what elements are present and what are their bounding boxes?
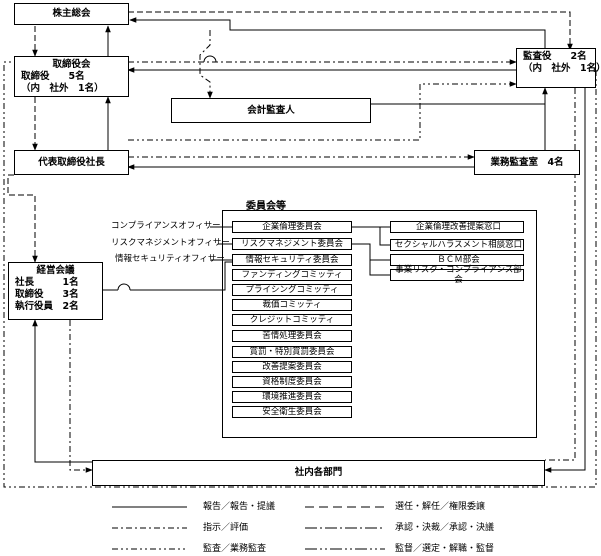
risk-management-officer-label: リスクマネジメントオフィサー — [111, 238, 230, 248]
committee-item: 情報セキュリティ委員会 — [232, 254, 352, 266]
sub-unit-item: 企業倫理改善提案窓口 — [390, 221, 524, 233]
committee-item: プライシングコミッティ — [232, 284, 352, 296]
auditors-box: 監査役 2名 （内 社外 1名） — [516, 48, 601, 88]
information-security-officer-label: 情報セキュリティオフィサー — [115, 254, 225, 264]
legend-longdash-dot-label: 承認・決裁／承認・決議 — [395, 523, 495, 533]
sub-unit-item: セクシャルハラスメント相談窓口 — [390, 239, 524, 251]
internal-audit-label: 業務監査室 4名 — [490, 156, 564, 168]
committee-item: 企業倫理委員会 — [232, 221, 352, 233]
committee-item: 賞罰・特別賞罰委員会 — [232, 346, 352, 358]
committee-item: 安全衛生委員会 — [232, 406, 352, 418]
sub-unit-item: 事業リスク・コンプライアンス部会 — [390, 265, 524, 285]
legend-solid-label: 報告／報告・提議 — [203, 502, 276, 512]
shareholders-meeting-label: 株主総会 — [52, 8, 91, 19]
management-officers-count: 執行役員 2名 — [15, 301, 79, 312]
board-directors-count: 取締役 5名 — [21, 71, 85, 82]
committee-item: ファンディングコミッティ — [232, 269, 352, 281]
committees-title: 委員会等 — [246, 201, 286, 212]
committee-item: 改善提案委員会 — [232, 361, 352, 373]
board-title: 取締役会 — [52, 59, 91, 70]
internal-audit-box: 業務監査室 4名 — [474, 150, 580, 175]
management-president-count: 社長 1名 — [15, 277, 79, 288]
committee-item: 資格制度委員会 — [232, 376, 352, 388]
committee-item: 環境推進委員会 — [232, 391, 352, 403]
legend-longdash-dotdot-label: 監督／選定・解職・監督 — [395, 544, 495, 554]
compliance-officer-label: コンプライアンスオフィサー — [111, 221, 221, 231]
legend-dashdot-label: 指示／評価 — [203, 523, 249, 533]
committee-item: リスクマネジメント委員会 — [232, 238, 352, 250]
management-title: 経営会議 — [36, 265, 75, 276]
committee-item: 裁価コミッティ — [232, 299, 352, 311]
committee-item: クレジットコミッティ — [232, 314, 352, 326]
president-label: 代表取締役社長 — [38, 156, 105, 168]
accounting-auditor-label: 会計監査人 — [247, 104, 295, 116]
departments-box: 社内各部門 — [92, 460, 545, 486]
sub-unit-item: ＢＣＭ部会 — [390, 254, 524, 266]
president-box: 代表取締役社長 — [14, 150, 129, 175]
departments-label: 社内各部門 — [294, 467, 343, 478]
shareholders-meeting-box: 株主総会 — [14, 3, 129, 25]
management-directors-count: 取締役 3名 — [15, 289, 79, 300]
auditors-title: 監査役 2名 — [523, 51, 587, 62]
management-meeting-box: 経営会議 社長 1名 取締役 3名 執行役員 2名 — [8, 262, 103, 320]
accounting-auditor-box: 会計監査人 — [171, 98, 371, 123]
board-of-directors-box: 取締役会 取締役 5名 （内 社外 1名） — [14, 56, 129, 97]
legend-dashed-label: 選任・解任／権限委譲 — [395, 502, 486, 512]
legend-dashdotdot-label: 監査／業務監査 — [203, 544, 267, 554]
committee-item: 苦情処理委員会 — [232, 330, 352, 342]
board-outside-count: （内 社外 1名） — [21, 83, 104, 94]
committees-panel — [222, 210, 537, 438]
